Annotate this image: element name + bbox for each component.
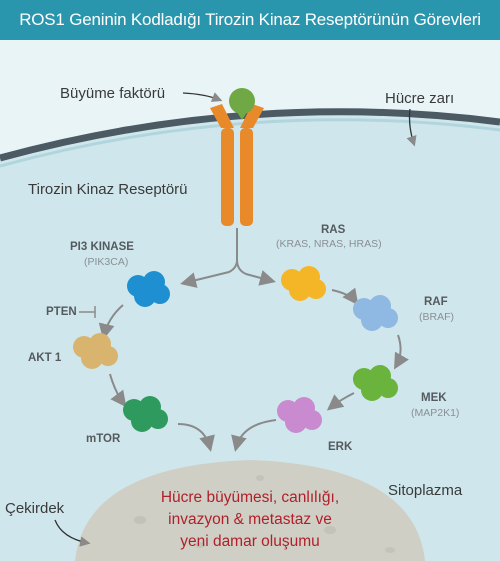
- erk-protein: [277, 397, 322, 433]
- ras-protein: [281, 266, 326, 301]
- mek-label: MEK: [421, 392, 447, 404]
- receptor-label: Tirozin Kinaz Reseptörü: [28, 181, 188, 198]
- arrow-ras-raf: [331, 287, 359, 306]
- diagram-title: ROS1 Geninin Kodladığı Tirozin Kinaz Res…: [19, 10, 481, 29]
- ras-gene-label: (KRAS, NRAS, HRAS): [276, 238, 382, 250]
- arrow-erk-outcome: [231, 419, 277, 452]
- mek-gene-label: (MAP2K1): [411, 407, 460, 419]
- mtor-protein: [123, 396, 168, 432]
- pi3k-protein: [127, 271, 170, 307]
- growth-factor-pointer: [182, 92, 223, 102]
- nucleus: [75, 460, 425, 561]
- growth-factor-ligand: [229, 88, 255, 120]
- arrow-mek-erk: [326, 392, 355, 411]
- raf-protein: [353, 295, 398, 331]
- nucleus-label: Çekirdek: [5, 500, 65, 517]
- membrane-pointer: [406, 108, 417, 147]
- ras-label: RAS: [321, 224, 346, 236]
- pten-inhibition: [79, 306, 96, 318]
- erk-label: ERK: [328, 441, 353, 453]
- mek-protein: [353, 365, 398, 401]
- outcome-line-3: yeni damar oluşumu: [180, 533, 320, 550]
- pten-label: PTEN: [46, 306, 77, 318]
- nucleus-pointer: [54, 519, 91, 547]
- outcome-line-2: invazyon & metastaz ve: [168, 511, 332, 528]
- raf-label: RAF: [424, 296, 448, 308]
- tyrosine-kinase-receptor: [210, 104, 264, 226]
- raf-gene-label: (BRAF): [419, 311, 454, 323]
- title-bar: [0, 0, 500, 40]
- pi3k-label: PI3 KINASE: [70, 241, 134, 253]
- arrow-raf-mek: [394, 334, 409, 370]
- growth-factor-label: Büyüme faktörü: [60, 85, 166, 102]
- cytoplasm-region: [0, 111, 500, 561]
- arrow-to-ras: [236, 259, 276, 286]
- cell-membrane-label: Hücre zarı: [385, 90, 455, 107]
- akt1-protein: [73, 333, 118, 369]
- arrow-mtor-outcome: [177, 423, 215, 452]
- outcome-line-1: Hücre büyümesi, canlılığı,: [160, 489, 340, 506]
- cytoplasm-label: Sitoplazma: [388, 482, 463, 499]
- outcome-text: Hücre büyümesi, canlılığı, invazyon & me…: [120, 487, 380, 553]
- mtor-label: mTOR: [86, 433, 121, 445]
- pi3k-gene-label: (PIK3CA): [84, 256, 129, 268]
- akt1-label: AKT 1: [28, 352, 62, 364]
- arrow-akt1-mtor: [109, 373, 127, 408]
- arrow-pi3k-akt1: [98, 304, 124, 340]
